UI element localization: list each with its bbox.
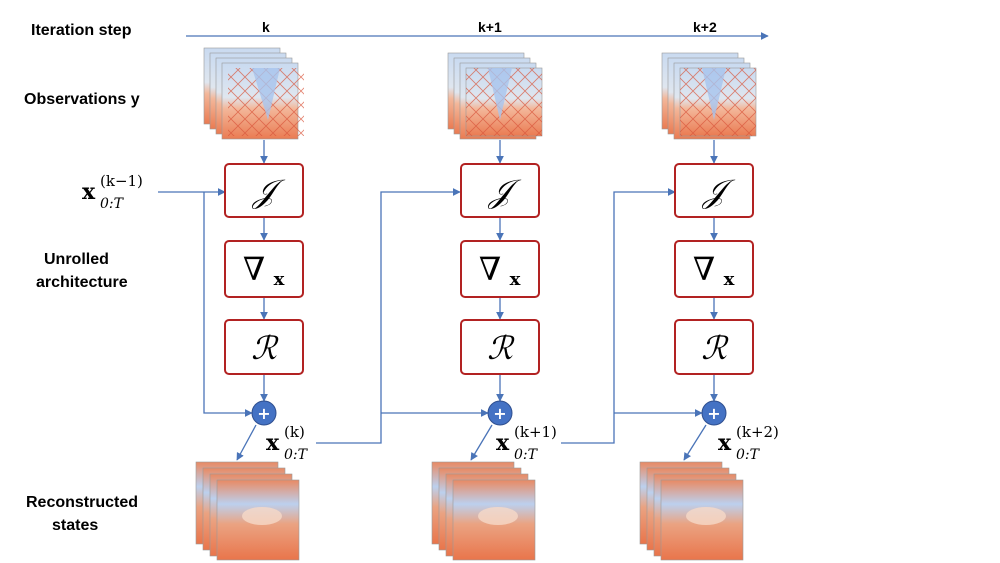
svg-text:0:T: 0:T [736,447,761,463]
svg-text:0:T: 0:T [100,196,125,212]
link-k-to-k1 [316,188,461,444]
svg-text:(k): (k) [284,423,305,441]
gradient-operator-k2: ∇ x [674,240,754,298]
reconstructed-stack-k2 [639,461,744,561]
sum-node-k1: + [487,400,513,426]
gradient-operator-k: ∇ x [224,240,304,298]
svg-text:(k+2): (k+2) [736,423,779,441]
skip-connection-k [203,192,253,417]
arrow-plus-to-states-k2 [683,424,707,461]
observation-stack-k2 [661,52,757,140]
sum-node-k2: + [701,400,727,426]
unrolled-label-line1: Unrolled [44,251,109,268]
svg-text:0:T: 0:T [514,447,539,463]
step-label-k: k [262,19,270,35]
svg-text:ℛ: ℛ [251,329,279,367]
arrow-plus-to-states-k [236,424,257,461]
svg-text:x: x [724,269,735,290]
sum-node-k: + [251,400,277,426]
step-label-k1: k+1 [478,19,502,35]
state-output-label-k2: x (k+2) 0:T [718,423,779,463]
state-output-label-k1: x (k+1) 0:T [496,423,557,463]
svg-text:x: x [496,430,510,456]
regularizer-operator-k1: ℛ [460,319,540,375]
step-label-k2: k+2 [693,19,717,35]
observation-stack-k [203,47,304,140]
state-output-label-k: x (k) 0:T [266,423,309,463]
arrow-plus-to-states-k1 [470,424,493,461]
regularizer-operator-k: ℛ [224,319,304,375]
reconstructed-stack-k [195,461,300,561]
state-input-label: x (k−1) 0:T [82,172,143,212]
cost-operator-k: 𝒥 [224,163,304,218]
observation-stack-k1 [447,52,543,140]
svg-text:x: x [82,179,96,205]
svg-text:+: + [707,404,720,423]
svg-text:∇: ∇ [693,250,715,288]
svg-text:(k−1): (k−1) [100,172,143,190]
svg-text:ℛ: ℛ [487,329,515,367]
unrolled-label-line2: architecture [36,274,128,291]
reconstructed-label-line2: states [52,517,98,534]
svg-text:ℛ: ℛ [701,329,729,367]
reconstructed-stack-k1 [431,461,536,561]
svg-text:∇: ∇ [243,250,265,288]
svg-text:∇: ∇ [479,250,501,288]
cost-operator-k2: 𝒥 [674,163,754,218]
gradient-operator-k1: ∇ x [460,240,540,298]
reconstructed-label-line1: Reconstructed [26,494,138,511]
svg-text:x: x [510,269,521,290]
cost-operator-k1: 𝒥 [460,163,540,218]
observations-label: Observations y [24,91,140,108]
svg-text:+: + [257,404,270,423]
iteration-step-label: Iteration step [31,22,132,39]
svg-text:0:T: 0:T [284,447,309,463]
link-k1-to-k2 [561,188,676,444]
svg-text:x: x [266,430,280,456]
svg-text:x: x [274,269,285,290]
svg-text:+: + [493,404,506,423]
regularizer-operator-k2: ℛ [674,319,754,375]
svg-text:(k+1): (k+1) [514,423,557,441]
svg-text:x: x [718,430,732,456]
